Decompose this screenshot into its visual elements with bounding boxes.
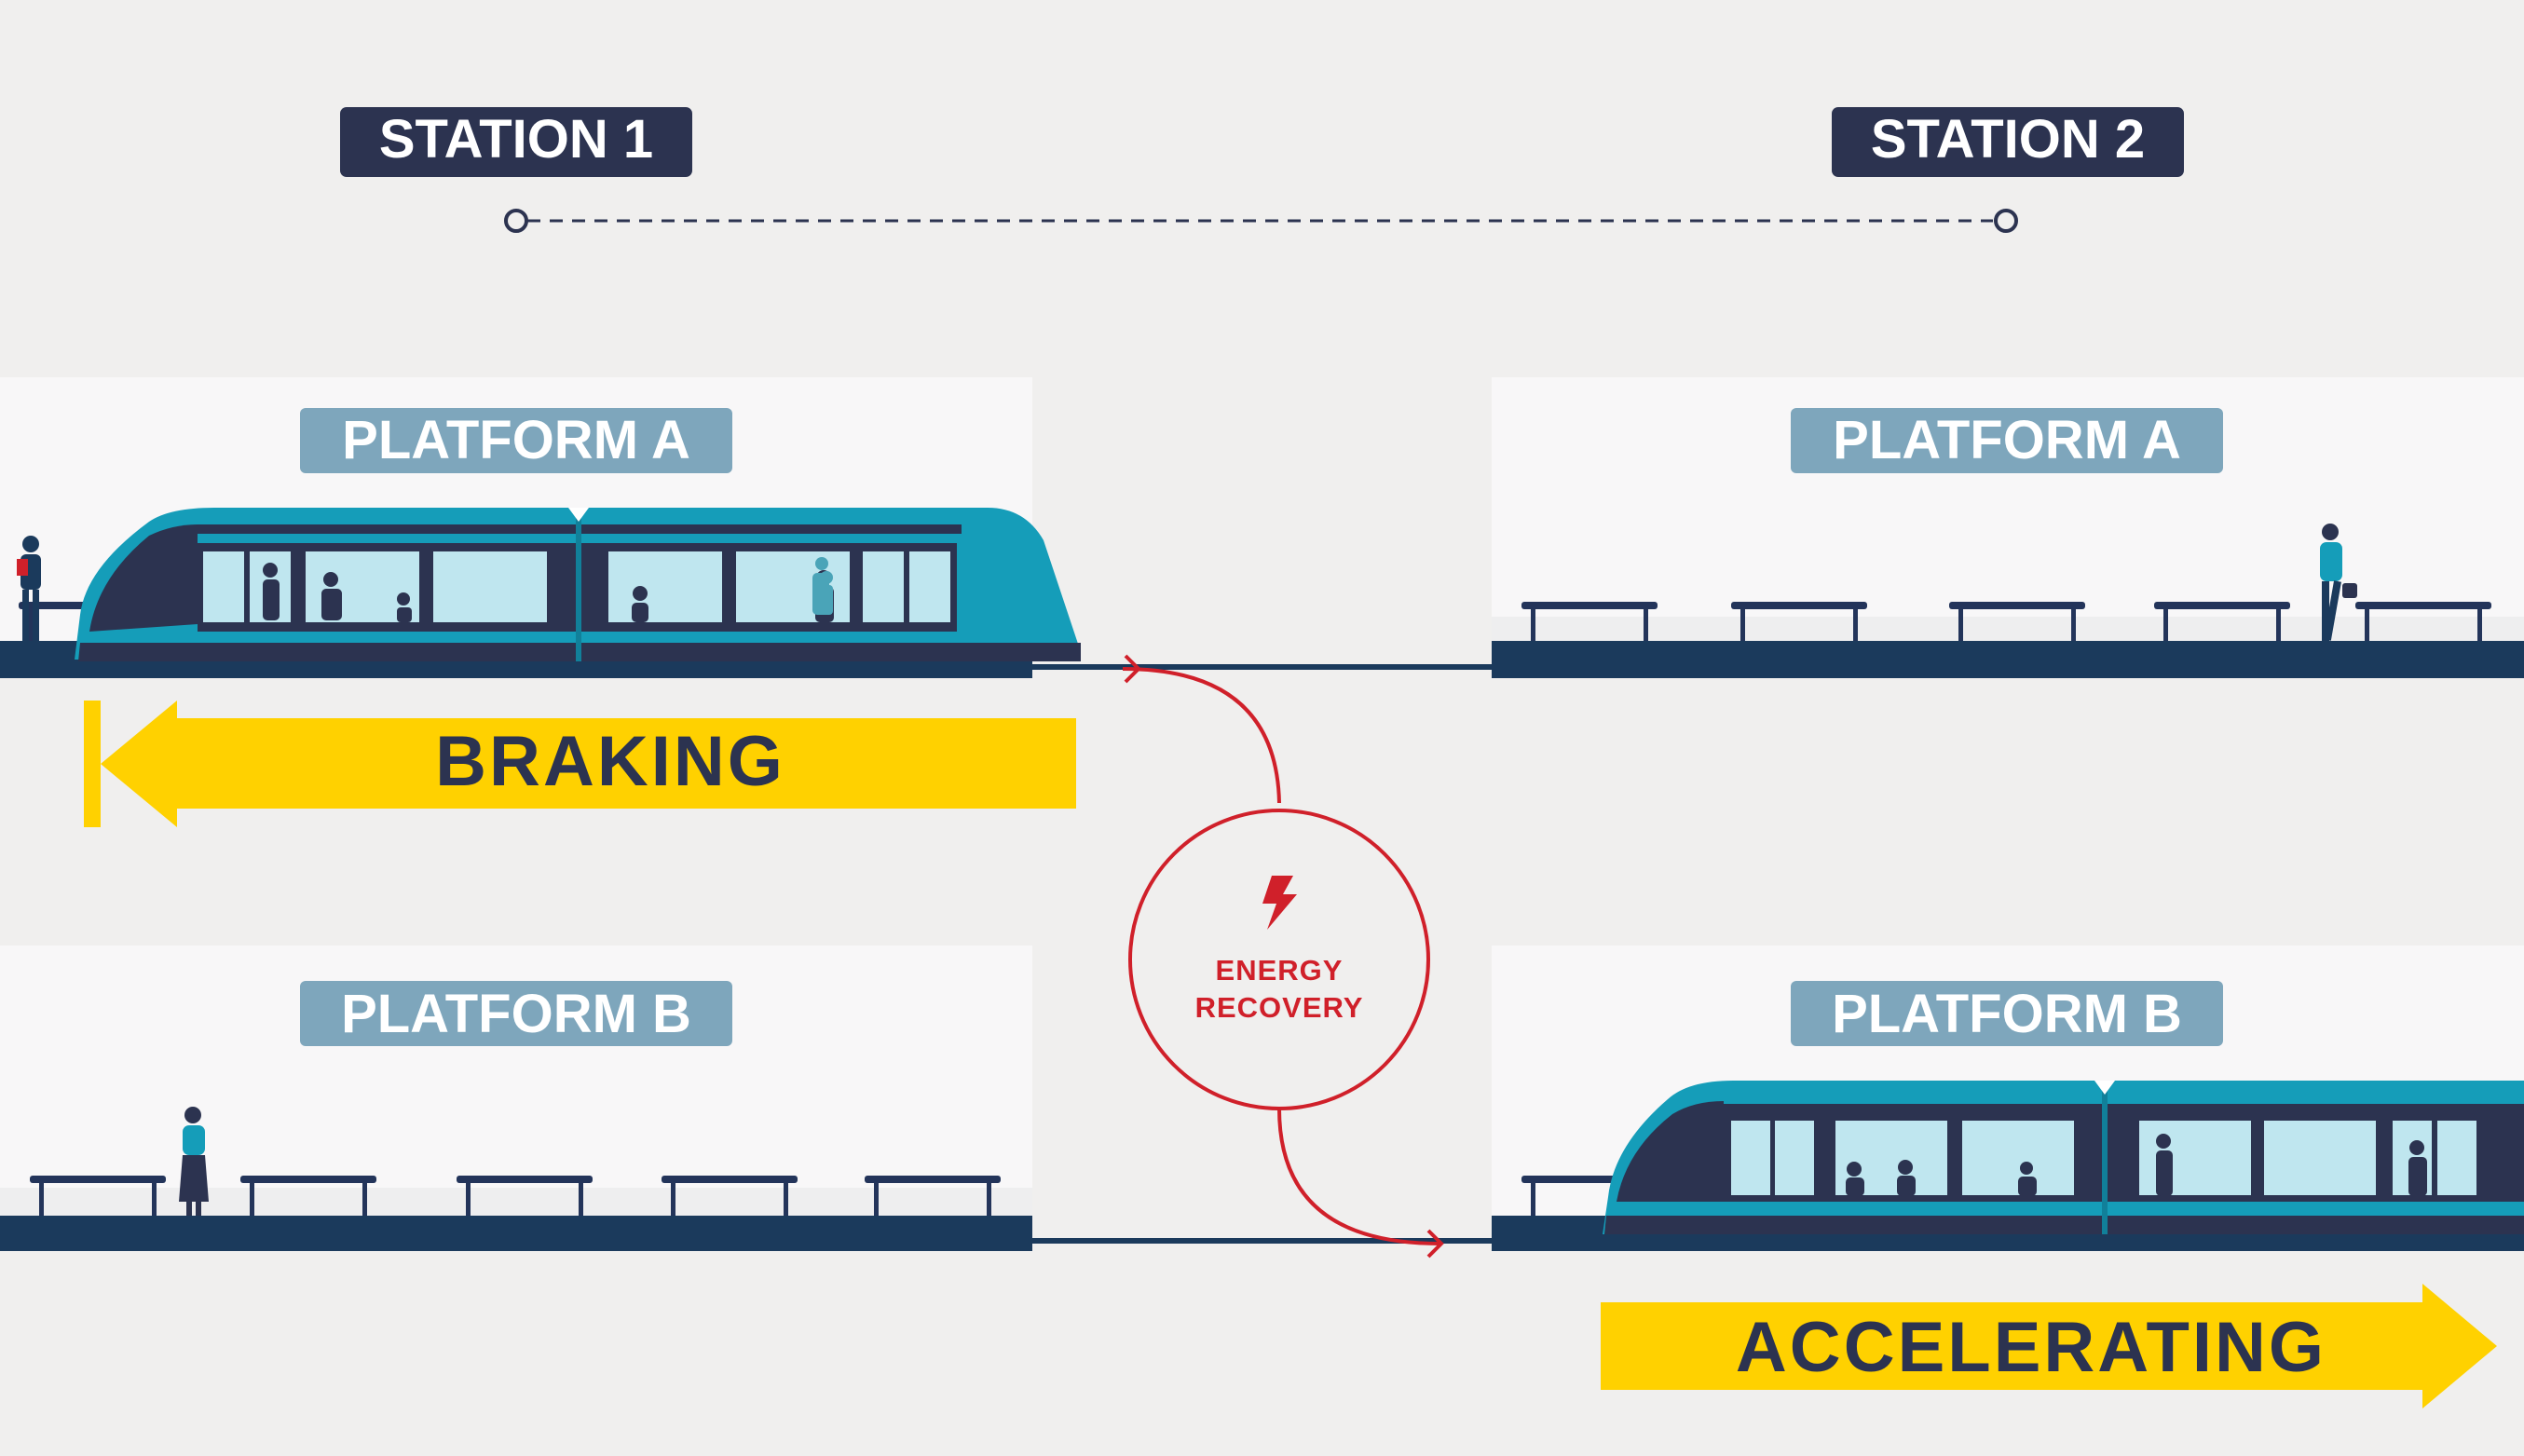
benches-bottom-left (30, 1176, 1001, 1217)
train-braking (75, 508, 1081, 661)
train-accelerating (1603, 1081, 2524, 1234)
platform-a-left-badge: PLATFORM A (300, 408, 732, 473)
station-2-label: STATION 2 (1871, 109, 2145, 170)
platform-b-right-badge: PLATFORM B (1791, 981, 2223, 1046)
platform-b-right-label: PLATFORM B (1832, 984, 2182, 1044)
platform-a-right-label: PLATFORM A (1833, 410, 2181, 470)
passenger-waiting-b-left (179, 1107, 209, 1216)
station-1-dot (504, 209, 528, 233)
station-2-badge: STATION 2 (1832, 107, 2184, 177)
energy-label-line1: ENERGY (1216, 954, 1344, 987)
platform-b-left-badge: PLATFORM B (300, 981, 732, 1046)
accelerating-label: ACCELERATING (1736, 1308, 2326, 1387)
platform-a-left-label: PLATFORM A (342, 410, 690, 470)
energy-arrow-head-out (1426, 1229, 1444, 1259)
track-b (1032, 1238, 1492, 1244)
track-a (1032, 664, 1492, 670)
station-2-dot (1994, 209, 2018, 233)
passenger-walking-a-right (2320, 524, 2357, 641)
accelerating-arrow: ACCELERATING (1601, 1284, 2497, 1408)
benches-top-right (1521, 602, 2491, 641)
bench-bottom-right (1521, 1176, 1633, 1217)
platform-a-right-badge: PLATFORM A (1791, 408, 2223, 473)
energy-label-line2: RECOVERY (1195, 991, 1364, 1024)
energy-arrow-head-in (1124, 654, 1141, 684)
energy-recovery (1122, 654, 1444, 1259)
lightning-bolt-icon (1262, 876, 1297, 930)
energy-flow-out (1277, 1108, 1440, 1245)
braking-arrow: BRAKING (84, 701, 1076, 827)
passenger-waiting-a-left (17, 536, 41, 641)
platform-b-left-edge (0, 1216, 1032, 1251)
braking-label: BRAKING (435, 722, 785, 801)
platform-a-right-edge (1492, 641, 2524, 678)
route-line (504, 209, 2018, 233)
platform-b-left-label: PLATFORM B (341, 984, 691, 1044)
station-1-label: STATION 1 (379, 109, 653, 170)
station-1-badge: STATION 1 (340, 107, 692, 177)
energy-flow-in (1122, 667, 1281, 804)
